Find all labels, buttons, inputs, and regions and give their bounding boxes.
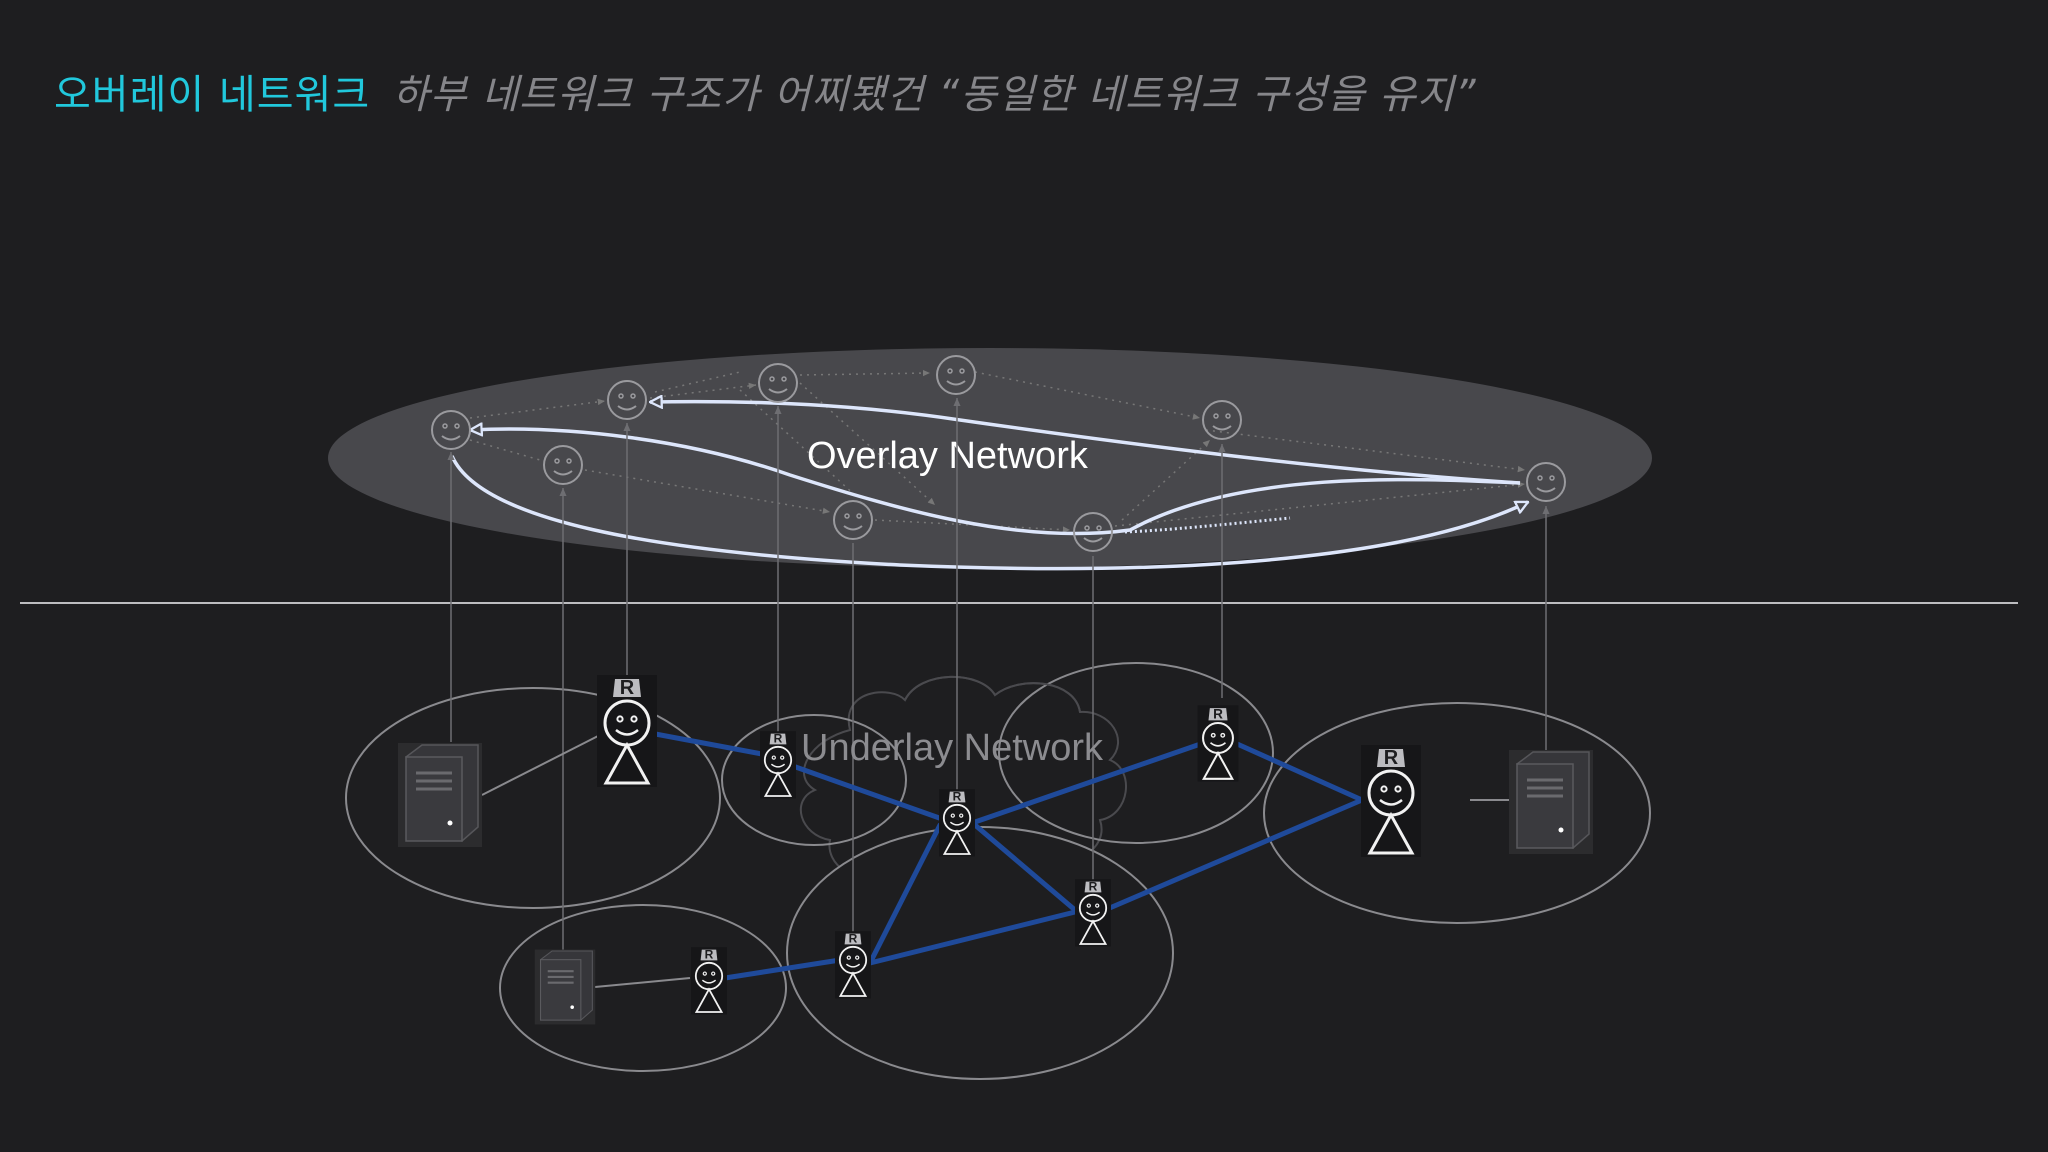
server-left — [396, 741, 484, 849]
overlay-tunnel-middle — [470, 429, 1521, 536]
router-c1: R — [759, 730, 797, 800]
svg-text:R: R — [774, 732, 783, 746]
overlay-tunnel-top — [650, 402, 1521, 485]
router-c6: R — [690, 946, 728, 1016]
overlay-network: Overlay Network — [328, 348, 1652, 571]
routers: R R R R R R R R — [595, 673, 1423, 1016]
router-c2: R — [938, 788, 976, 858]
overlay-network-label: Overlay Network — [807, 435, 1089, 477]
overlay-mesh-links — [469, 369, 1526, 533]
router-c3: R — [1196, 704, 1240, 783]
svg-text:R: R — [849, 932, 858, 946]
subnet-top-center — [721, 714, 907, 846]
underlay-network-label: Underlay Network — [801, 727, 1104, 769]
subnet-bottom-left — [499, 904, 787, 1072]
router-right: R — [1359, 743, 1423, 859]
overlay-tunnels — [450, 402, 1528, 571]
svg-text:R: R — [1089, 880, 1098, 894]
underlay-network: R R R R R R R R Underlay Network — [345, 398, 1651, 1080]
server-bottom-left — [533, 948, 597, 1026]
router-left: R — [595, 673, 659, 789]
router-c5: R — [834, 930, 872, 1000]
slide-subtitle: 하부 네트워크 구조가 어찌됐건 “동일한 네트워크 구성을 유지” — [392, 72, 1477, 118]
subnet-top-right-center — [998, 662, 1274, 844]
slide-title: 오버레이 네트워크 하부 네트워크 구조가 어찌됐건 “동일한 네트워크 구성을 … — [54, 62, 1477, 120]
svg-text:R: R — [1213, 706, 1223, 721]
backbone-links — [647, 730, 1365, 981]
overlay-tunnel-bottom — [450, 455, 1528, 571]
svg-text:R: R — [953, 790, 962, 804]
svg-text:R: R — [705, 948, 714, 962]
router-c4: R — [1074, 878, 1112, 948]
mapping-lines — [447, 398, 1550, 950]
slide-title-main: 오버레이 네트워크 — [54, 72, 371, 118]
svg-text:R: R — [620, 677, 635, 699]
lan-links — [481, 734, 1510, 988]
svg-text:R: R — [1384, 747, 1399, 769]
server-right — [1507, 748, 1595, 856]
